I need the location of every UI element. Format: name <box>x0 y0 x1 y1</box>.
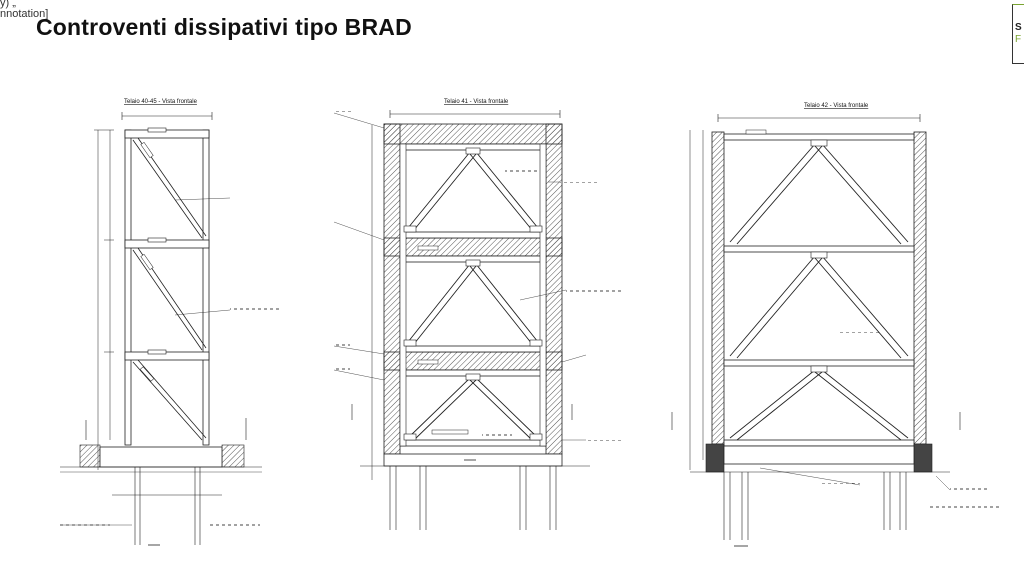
logo-box <box>1012 4 1024 64</box>
drawing-frame-42: Telaio 42 - Vista frontale <box>671 103 1000 547</box>
drawing-frame-40-45: Telaio 40-45 - Vista frontale <box>60 99 280 546</box>
logo-letter-top: S <box>1015 22 1022 33</box>
frame-title-40-45: Telaio 40-45 - Vista frontale <box>124 99 198 105</box>
frame-title-42: Telaio 42 - Vista frontale <box>804 103 869 109</box>
drawing-frame-41: Telaio 41 - Vista frontale <box>333 99 622 530</box>
logo-letter-bottom: F <box>1015 34 1022 45</box>
slide-fragment-top: y) „ <box>0 0 16 9</box>
slide-title: Controventi dissipativi tipo BRAD <box>36 14 412 40</box>
slide-annotation-fragment: nnotation] <box>0 8 49 20</box>
frame-title-41: Telaio 41 - Vista frontale <box>444 99 509 105</box>
